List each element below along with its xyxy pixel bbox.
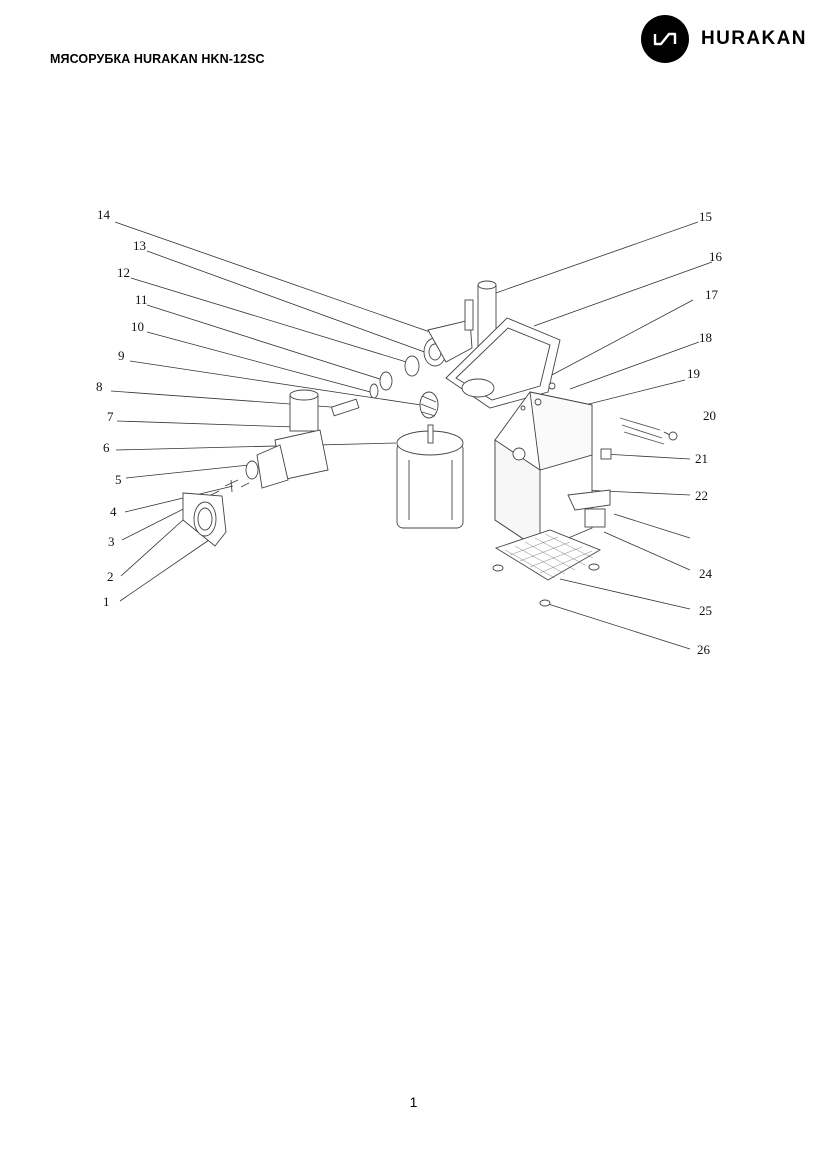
callout-13: 13 <box>133 238 146 253</box>
callout-20: 20 <box>703 408 716 423</box>
callout-7: 7 <box>107 409 114 424</box>
callout-21: 21 <box>695 451 708 466</box>
callout-16: 16 <box>709 249 723 264</box>
callout-5: 5 <box>115 472 122 487</box>
page-number: 1 <box>409 1094 418 1110</box>
callout-4: 4 <box>110 504 117 519</box>
callout-10: 10 <box>131 319 144 334</box>
callout-11: 11 <box>135 292 148 307</box>
callout-14: 14 <box>97 207 111 222</box>
callout-25: 25 <box>699 603 712 618</box>
callout-24: 24 <box>699 566 713 581</box>
callout-17: 17 <box>705 287 719 302</box>
callout-22: 22 <box>695 488 708 503</box>
callout-3: 3 <box>108 534 115 549</box>
callout-12: 12 <box>117 265 130 280</box>
callout-2: 2 <box>107 569 114 584</box>
document-title: МЯСОРУБКА HURAKAN HKN-12SC <box>50 52 265 66</box>
brand-logo: HURAKAN <box>641 15 807 63</box>
callout-26: 26 <box>697 642 711 657</box>
exploded-parts-diagram: 1 2 3 4 5 6 7 8 9 10 11 12 13 14 15 16 1… <box>96 207 723 657</box>
callout-labels: 1 2 3 4 5 6 7 8 9 10 11 12 13 14 15 16 1… <box>96 207 723 657</box>
callout-8: 8 <box>96 379 103 394</box>
callout-9: 9 <box>118 348 125 363</box>
hurakan-logo-icon <box>641 15 689 63</box>
callout-6: 6 <box>103 440 110 455</box>
brand-name: HURAKAN <box>701 28 807 49</box>
callout-18: 18 <box>699 330 712 345</box>
callout-19: 19 <box>687 366 700 381</box>
callout-1: 1 <box>103 594 110 609</box>
callout-15: 15 <box>699 209 712 224</box>
